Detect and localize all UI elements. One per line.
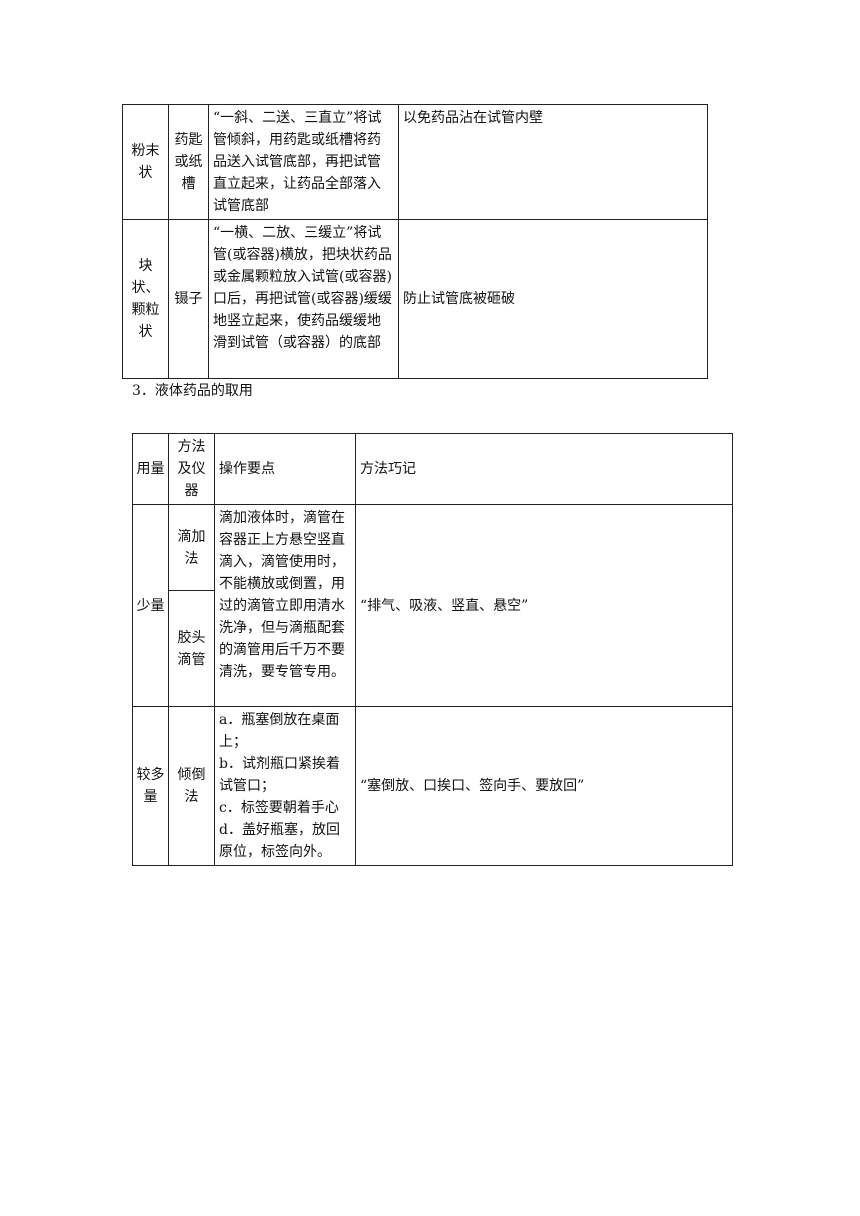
method-cell: 滴加法 <box>168 504 215 591</box>
table-row: 较多量 倾倒法 a．瓶塞倒放在桌面上； b．试剂瓶口紧挨着试管口； c．标签要朝… <box>132 706 733 866</box>
table-row: 胶头滴管 <box>133 590 733 707</box>
header-method: 方法及仪器 <box>168 433 215 505</box>
amount-cell: 较多量 <box>132 706 169 866</box>
table-row: 块状、颗粒状 镊子 “一横、二放、三缓立”将试管(或容器)横放，把块状药品或金属… <box>122 219 708 379</box>
point-b: b．试剂瓶口紧挨着试管口； <box>219 756 340 794</box>
form-cell: 粉末状 <box>122 104 169 220</box>
point-c: c．标签要朝着手心 <box>219 800 339 816</box>
point-a: a．瓶塞倒放在桌面上； <box>219 712 340 750</box>
solid-reagent-table: 粉末状 药匙或纸槽 “一斜、二送、三直立”将试管倾斜，用药匙或纸槽将药品送入试管… <box>122 104 708 379</box>
key-points-cell: a．瓶塞倒放在桌面上； b．试剂瓶口紧挨着试管口； c．标签要朝着手心 d．盖好… <box>214 706 356 866</box>
header-key-points: 操作要点 <box>214 433 356 505</box>
section-heading: 3．液体药品的取用 <box>132 383 253 399</box>
reason-cell: 防止试管底被砸破 <box>398 219 708 379</box>
method-cell: “一斜、二送、三直立”将试管倾斜，用药匙或纸槽将药品送入试管底部，再把试管直立起… <box>208 104 399 220</box>
header-mnemonic: 方法巧记 <box>355 433 733 505</box>
method-cell: “一横、二放、三缓立”将试管(或容器)横放，把块状药品或金属颗粒放入试管(或容器… <box>208 219 399 379</box>
tool-cell: 药匙或纸槽 <box>168 104 209 220</box>
header-amount: 用量 <box>132 433 169 505</box>
reason-cell: 以免药品沾在试管内壁 <box>398 104 708 220</box>
mnemonic-cell: “塞倒放、口挨口、签向手、要放回” <box>355 706 733 866</box>
table-row: 少量 滴加法 滴加液体时，滴管在容器正上方悬空竖直滴入，滴管使用时，不能横放或倒… <box>132 504 733 707</box>
method-cell: 倾倒法 <box>168 706 215 866</box>
form-cell: 块状、颗粒状 <box>122 219 169 379</box>
table-row: 粉末状 药匙或纸槽 “一斜、二送、三直立”将试管倾斜，用药匙或纸槽将药品送入试管… <box>122 104 708 220</box>
table-header-row: 用量 方法及仪器 操作要点 方法巧记 <box>132 433 733 505</box>
amount-cell: 少量 <box>132 504 169 707</box>
key-points-cell: 滴加液体时，滴管在容器正上方悬空竖直滴入，滴管使用时，不能横放或倒置，用过的滴管… <box>214 504 356 707</box>
liquid-reagent-table: 用量 方法及仪器 操作要点 方法巧记 少量 滴加法 滴加液体时，滴管在容器正上方… <box>132 433 733 866</box>
mnemonic-cell: “排气、吸液、竖直、悬空” <box>355 504 733 707</box>
point-d: d．盖好瓶塞，放回原位，标签向外。 <box>219 822 340 860</box>
tool-cell: 镊子 <box>168 219 209 379</box>
method-cell: 胶头滴管 <box>168 590 215 707</box>
